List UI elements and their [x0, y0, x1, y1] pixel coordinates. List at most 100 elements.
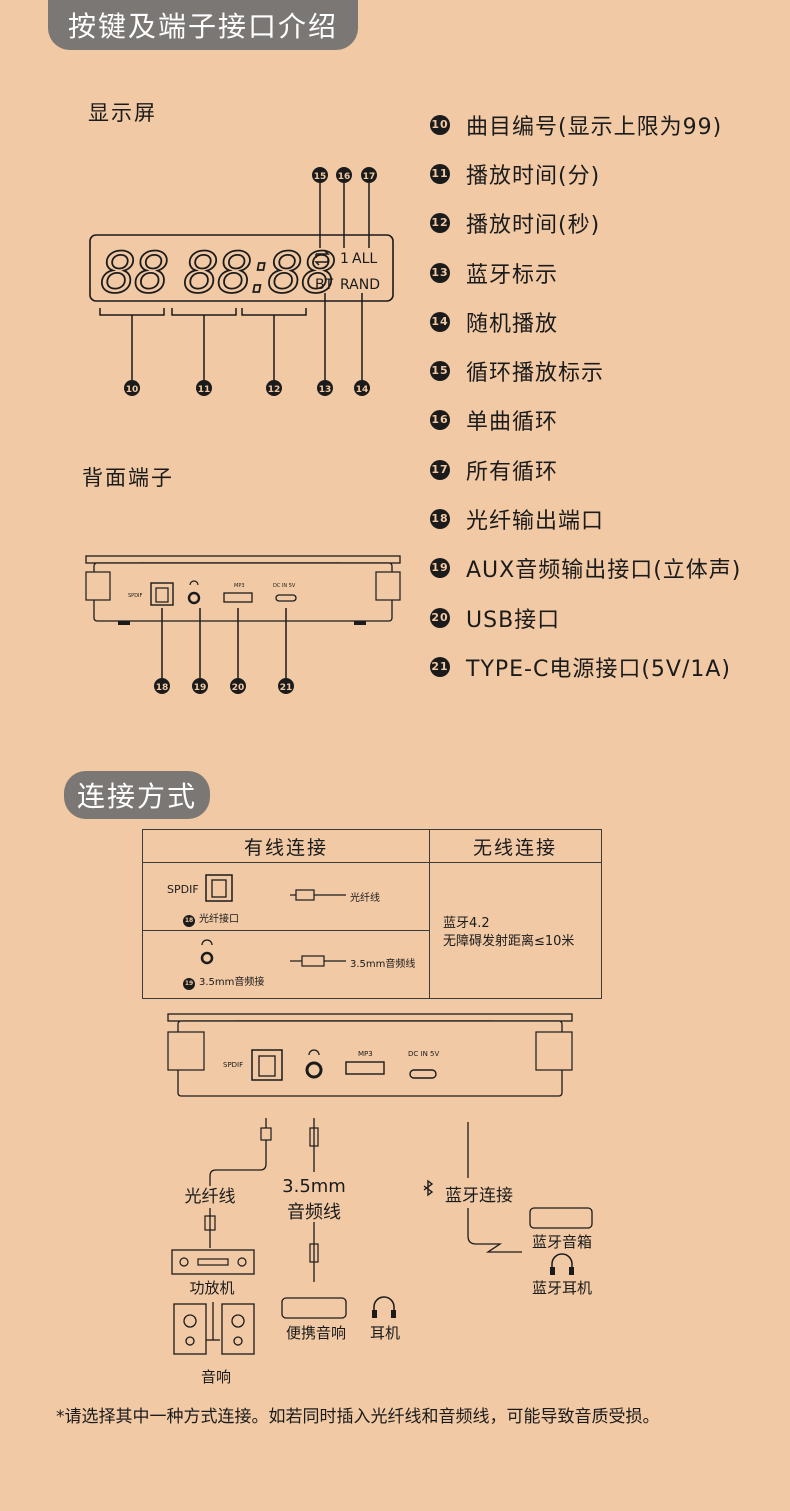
legend-item: 21 TYPE-C电源接口(5V/1A): [428, 642, 741, 691]
callout-13: 13: [317, 293, 333, 396]
rear-panel-diagram: SPDIF MP3 DC IN 5V 18 19 20 21: [85, 555, 401, 694]
callout-10: 10: [124, 315, 140, 396]
headphone-jack-icon: [200, 939, 214, 965]
port-dc-label: DC IN 5V: [273, 583, 296, 589]
legend-number: 21: [430, 656, 450, 677]
diagram-spdif-label: SPDIF: [223, 1061, 243, 1069]
svg-text:18: 18: [156, 683, 169, 693]
bt-speaker-label: 蓝牙音箱: [531, 1233, 592, 1251]
section-title-connection: 连接方式: [64, 771, 210, 819]
table-caption: 3.5mm音频接: [199, 977, 265, 988]
svg-text:10: 10: [126, 385, 139, 395]
fiber-cable-label: 光纤线: [184, 1187, 236, 1207]
svg-text:19: 19: [194, 683, 207, 693]
legend-item: 20 USB接口: [428, 593, 741, 642]
legend-text: 播放时间(分): [466, 163, 601, 189]
legend-item: 14 随机播放: [428, 297, 741, 346]
usb-port: [223, 592, 253, 603]
legend-number: 20: [430, 607, 450, 628]
svg-text:11: 11: [198, 385, 211, 395]
lcd-rand: RAND: [340, 277, 380, 293]
callout-12: 12: [266, 315, 282, 396]
rear-panel-label: 背面端子: [82, 466, 174, 490]
lcd-bt: BT: [315, 277, 334, 293]
audio-cable-label-2: 音频线: [287, 1202, 341, 1223]
legend-number: 14: [430, 311, 450, 332]
svg-text:12: 12: [268, 385, 281, 395]
optical-port-icon: [205, 874, 233, 902]
legend-text: 蓝牙标示: [466, 262, 559, 288]
wired-header: 有线连接: [143, 830, 430, 863]
legend-text: 单曲循环: [466, 410, 559, 436]
callout-11: 11: [196, 315, 212, 396]
speakers-label: 音响: [200, 1368, 231, 1386]
legend-text: 播放时间(秒): [466, 213, 601, 239]
legend-text: TYPE-C电源接口(5V/1A): [466, 656, 732, 682]
svg-text:14: 14: [356, 385, 369, 395]
optical-cable-icon: [290, 889, 346, 901]
wireless-header: 无线连接: [429, 830, 601, 863]
legend-item: 19 AUX音频输出接口(立体声): [428, 544, 741, 593]
section-title-ports: 按键及端子接口介绍: [48, 0, 358, 50]
audio-cable-label-1: 3.5mm: [282, 1176, 346, 1197]
legend-text: 随机播放: [466, 311, 559, 337]
svg-text:17: 17: [363, 172, 376, 182]
lcd-display-diagram: 15 16 17 88 88:88 1 ALL BT RAND 10 11 12…: [89, 167, 394, 396]
portable-speaker-label: 便携音响: [285, 1324, 346, 1342]
table-caption: 光纤接口: [199, 914, 239, 925]
legend-number: 16: [430, 410, 450, 431]
legend-number: 17: [430, 459, 450, 480]
bt-version: 蓝牙4.2: [443, 916, 490, 931]
lcd-digits: 88 88:88: [100, 241, 335, 306]
legend-number: 12: [430, 213, 450, 234]
connection-table: 有线连接 无线连接 SPDIF 18 光纤接口 光纤线 19 3.5mm音频接 3.…: [142, 829, 602, 999]
svg-text:20: 20: [232, 683, 245, 693]
callout-15: 15: [312, 167, 328, 248]
port-spdif-label: SPDIF: [128, 593, 143, 599]
legend-item: 17 所有循环: [428, 445, 741, 494]
legend-number: 18: [430, 509, 450, 530]
svg-text:15: 15: [314, 172, 327, 182]
legend-number: 11: [430, 163, 450, 184]
bt-range: 无障碍发射距离≤10米: [443, 934, 575, 949]
table-number: 19: [183, 978, 195, 990]
callout-16: 16: [336, 167, 352, 248]
typec-port: [275, 594, 297, 602]
footnote: *请选择其中一种方式连接。如若同时插入光纤线和音频线，可能导致音质受损。: [56, 1407, 660, 1427]
legend-text: 曲目编号(显示上限为99): [466, 114, 723, 140]
legend-number: 19: [430, 558, 450, 579]
legend-text: 循环播放标示: [466, 361, 605, 387]
legend-item: 11 播放时间(分): [428, 149, 741, 198]
callout-17: 17: [361, 167, 377, 248]
legend-number: 10: [430, 114, 450, 135]
bt-connect-label: 蓝牙连接: [445, 1186, 513, 1206]
amplifier-label: 功放机: [189, 1279, 235, 1297]
table-cable-label: 光纤线: [350, 893, 380, 904]
port-mp3-label: MP3: [234, 583, 245, 589]
table-number: 18: [183, 915, 195, 927]
headphones-label: 耳机: [369, 1324, 400, 1342]
legend-text: USB接口: [466, 607, 561, 633]
spdif-port: [150, 582, 174, 606]
aux-port: [187, 591, 201, 605]
diagram-mp3-label: MP3: [358, 1050, 373, 1058]
svg-text:13: 13: [319, 385, 332, 395]
legend-text: AUX音频输出接口(立体声): [466, 558, 742, 584]
lcd-repeat-all: ALL: [352, 251, 377, 267]
table-spdif-label: SPDIF: [167, 883, 199, 896]
display-label: 显示屏: [88, 101, 157, 125]
table-cable-label: 3.5mm音频线: [350, 959, 416, 970]
svg-text:16: 16: [338, 172, 351, 182]
repeat-icon: [314, 250, 330, 266]
section-title-text: 按键及端子接口介绍: [67, 10, 338, 43]
connection-diagram: SPDIF MP3 DC IN 5V: [167, 1013, 593, 1355]
legend-item: 12 播放时间(秒): [428, 199, 741, 248]
legend-text: 所有循环: [466, 459, 559, 485]
svg-text:21: 21: [280, 683, 293, 693]
legend-item: 10 曲目编号(显示上限为99): [428, 100, 741, 149]
lcd-repeat-one: 1: [340, 251, 349, 267]
